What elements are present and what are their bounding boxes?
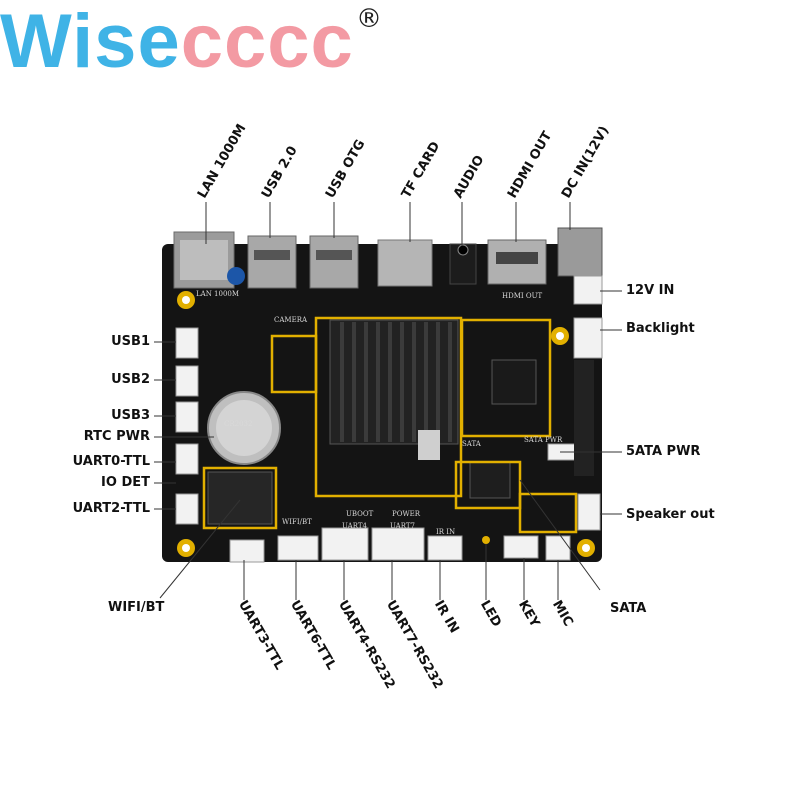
label-uart2: UART2-TTL	[72, 501, 150, 516]
silk-cr2032: CR2032	[224, 420, 253, 428]
label-sata: SATA	[610, 601, 647, 616]
brand-logo-part1: Wise	[0, 0, 181, 84]
left-connectors	[175, 327, 199, 525]
label-speaker: Speaker out	[626, 507, 715, 522]
highlight-outlines	[202, 316, 578, 534]
capacitor-blue	[227, 267, 245, 285]
silk-sata: SATA	[462, 440, 481, 448]
silk-irin: IR IN	[436, 528, 456, 536]
label-uart0: UART0-TTL	[72, 454, 150, 469]
label-rtcpwr: RTC PWR	[83, 429, 150, 444]
label-wifi: WIFI/BT	[108, 600, 165, 615]
chip-right	[491, 359, 537, 405]
registered-mark: ®	[356, 4, 382, 34]
usbotg-port	[309, 235, 359, 289]
led-component	[482, 536, 490, 544]
label-usb1: USB1	[111, 334, 150, 349]
dcin-jack	[557, 227, 603, 277]
silk-lan: LAN 1000M	[196, 290, 240, 298]
leader-lines	[154, 202, 622, 600]
mounting-holes	[177, 291, 595, 557]
tfcard-slot	[377, 239, 433, 287]
label-iodet: IO DET	[101, 475, 150, 490]
label-usb2: USB2	[111, 372, 150, 387]
bottom-connectors	[229, 527, 571, 563]
silk-wifibt: WIFI/BT	[282, 518, 312, 526]
label-satapwr: 5ATA PWR	[626, 444, 701, 459]
brand-logo-part2: cccc	[180, 0, 354, 84]
pin-header-right	[574, 360, 594, 476]
silk-power: POWER	[392, 510, 421, 518]
chip-sata	[469, 461, 511, 499]
label-usb3: USB3	[111, 408, 150, 423]
silk-hdmi: HDMI OUT	[502, 292, 543, 300]
silk-uart7: UART7	[390, 522, 416, 530]
silk-uart4: UART4	[342, 522, 368, 530]
silk-uboot: UBOOT	[346, 510, 374, 518]
memory-chip	[418, 430, 440, 460]
label-backlight: Backlight	[626, 321, 695, 336]
silk-satapwr: SATA PWR	[524, 436, 563, 444]
brand-logo: Wisecccc	[0, 2, 354, 82]
usb20-port	[247, 235, 297, 289]
silk-camera: CAMERA	[274, 316, 308, 324]
wifi-module	[207, 471, 273, 525]
label-12vin: 12V IN	[626, 283, 675, 298]
